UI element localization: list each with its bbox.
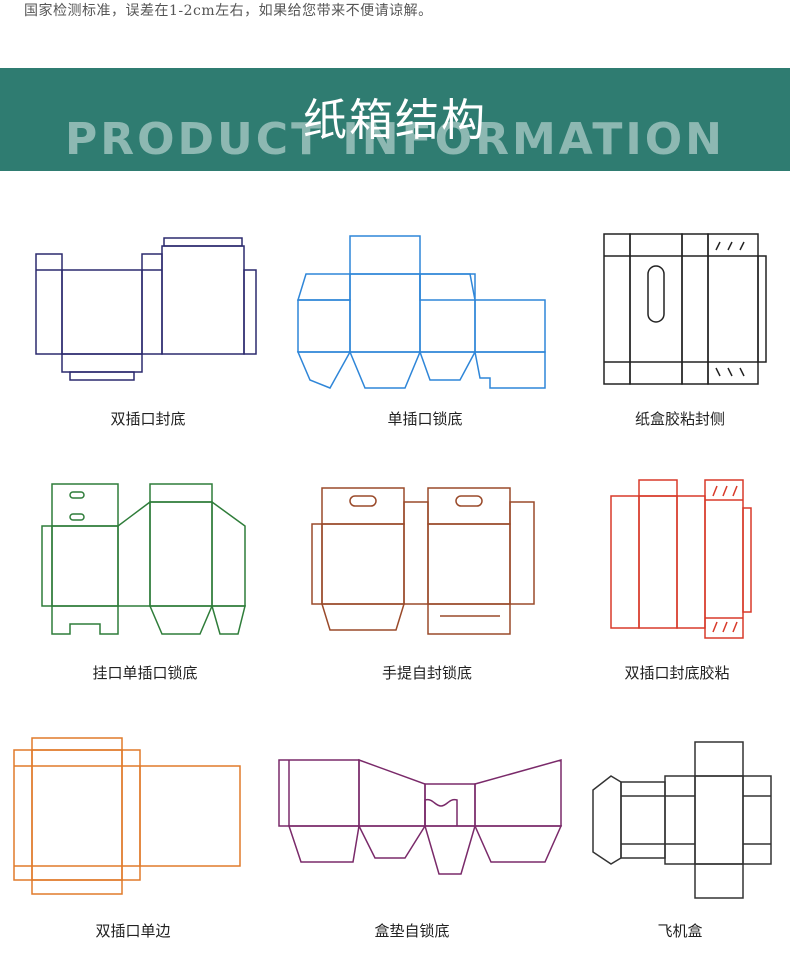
- caption: 飞机盒: [657, 922, 703, 940]
- caption: 双插口单边: [95, 922, 171, 940]
- caption: 单插口锁底: [387, 410, 463, 428]
- diagram-hanging-single-tuck-lock: 挂口单插口锁底: [40, 483, 250, 682]
- dieline-drawing: [35, 237, 257, 381]
- banner-subtitle: PRODUCT INFORMATION: [65, 114, 725, 165]
- diagram-glued-side-carton: 纸盒胶粘封侧: [600, 230, 770, 428]
- diagram-handle-self-lock-bottom: 手提自封锁底: [310, 484, 545, 682]
- diagram-double-tuck-bottom: 双插口封底: [30, 230, 270, 428]
- diagram-double-tuck-single-side: 双插口单边: [10, 736, 250, 940]
- disclaimer-note: 国家检测标准，误差在1-2cm左右，如果给您带来不便请谅解。: [24, 3, 433, 19]
- dieline-drawing: [41, 483, 246, 635]
- caption: 挂口单插口锁底: [92, 664, 198, 682]
- dieline-drawing: [311, 487, 535, 635]
- caption: 纸盒胶粘封侧: [634, 410, 725, 428]
- dieline-drawing: [278, 758, 563, 875]
- caption: 双插口封底胶粘: [624, 664, 730, 682]
- dieline-drawing: [610, 479, 752, 639]
- banner-title: 纸箱结构: [303, 95, 487, 146]
- diagram-single-tuck-lock-bottom: 单插口锁底: [290, 230, 560, 428]
- diagram-tray-self-lock-bottom: 盒垫自锁底: [275, 754, 565, 940]
- dieline-drawing: [603, 233, 767, 385]
- caption: 手提自封锁底: [381, 664, 472, 682]
- diagram-airplane-box: 飞机盒: [585, 740, 775, 940]
- section-banner: PRODUCT INFORMATION 纸箱结构: [0, 68, 790, 171]
- dieline-drawing: [13, 737, 241, 895]
- caption: 双插口封底: [110, 410, 186, 428]
- diagram-double-tuck-glued: 双插口封底胶粘: [605, 478, 755, 682]
- dieline-drawing: [592, 741, 772, 899]
- caption: 盒垫自锁底: [374, 922, 450, 940]
- dieline-drawing: [296, 235, 546, 389]
